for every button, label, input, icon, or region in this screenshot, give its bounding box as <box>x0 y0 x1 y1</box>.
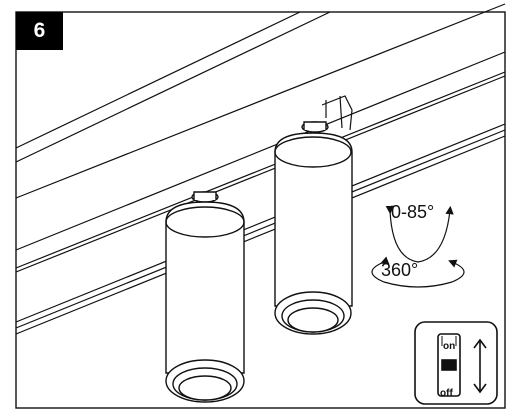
rotate-arrow-icon <box>371 256 465 288</box>
switch-off-label: off <box>440 388 453 399</box>
tilt-range-label: 0-85° <box>391 202 435 222</box>
track-rail <box>15 3 506 335</box>
switch-on-label: on <box>443 341 456 352</box>
switch-icon <box>414 321 498 405</box>
spotlight-rear <box>274 121 353 335</box>
spotlight-front <box>165 191 245 403</box>
illustration-border <box>15 11 506 409</box>
up-down-arrow-icon <box>473 338 487 394</box>
rotation-label: 360° <box>381 260 419 280</box>
step-number-badge: 6 <box>16 12 63 50</box>
